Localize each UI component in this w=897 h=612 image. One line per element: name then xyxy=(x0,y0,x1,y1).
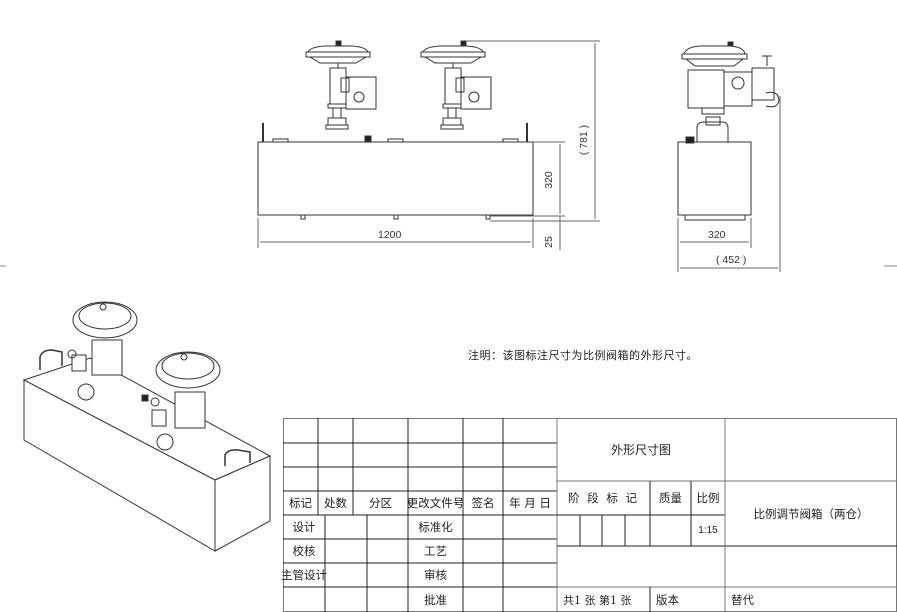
label-check: 校核 xyxy=(292,544,316,558)
header-change-doc: 更改文件号 xyxy=(406,496,465,510)
drawing-type: 外形尺寸图 xyxy=(610,443,671,457)
valve-1 xyxy=(305,40,377,130)
sheet-info: 共1 张 第1 张 xyxy=(563,593,632,607)
dim-side-452: ( 452 ) xyxy=(716,254,746,266)
scale-value: 1:15 xyxy=(698,525,718,536)
header-count: 处数 xyxy=(324,496,347,510)
header-signature: 签名 xyxy=(471,496,495,510)
label-standardization: 标准化 xyxy=(418,520,453,534)
side-view xyxy=(677,41,781,272)
drawing-note: 注明：该图标注尺寸为比例阀箱的外形尺寸。 xyxy=(468,349,698,362)
label-design: 设计 xyxy=(292,520,316,534)
stage-mark-label: 阶 段 标 记 xyxy=(568,491,639,505)
product-name: 比例调节阀箱（两仓） xyxy=(753,506,869,521)
dim-side-320: 320 xyxy=(708,229,726,241)
header-zone: 分区 xyxy=(369,496,392,510)
header-date: 年 月 日 xyxy=(509,496,551,510)
iso-view xyxy=(22,301,272,552)
title-block: 标记 处数 分区 更改文件号 签名 年 月 日 设计 校核 主管设计 标准化 工… xyxy=(281,418,897,612)
header-mark: 标记 xyxy=(289,496,312,510)
scale-label: 比例 xyxy=(696,491,720,505)
label-approve: 批准 xyxy=(424,592,447,607)
valve-2 xyxy=(420,40,492,130)
dim-foot-25: 25 xyxy=(543,236,555,248)
front-view xyxy=(257,40,600,250)
label-process: 工艺 xyxy=(424,544,447,558)
mass-label: 质量 xyxy=(659,491,682,505)
replace-label: 替代 xyxy=(731,592,754,607)
dim-width-1200: 1200 xyxy=(378,229,402,241)
version-label: 版本 xyxy=(656,592,679,607)
dim-box-height-320: 320 xyxy=(543,171,555,189)
label-review: 审核 xyxy=(424,568,447,582)
dim-overall-781: ( 781 ) xyxy=(578,125,590,155)
label-chief-design: 主管设计 xyxy=(281,568,327,582)
